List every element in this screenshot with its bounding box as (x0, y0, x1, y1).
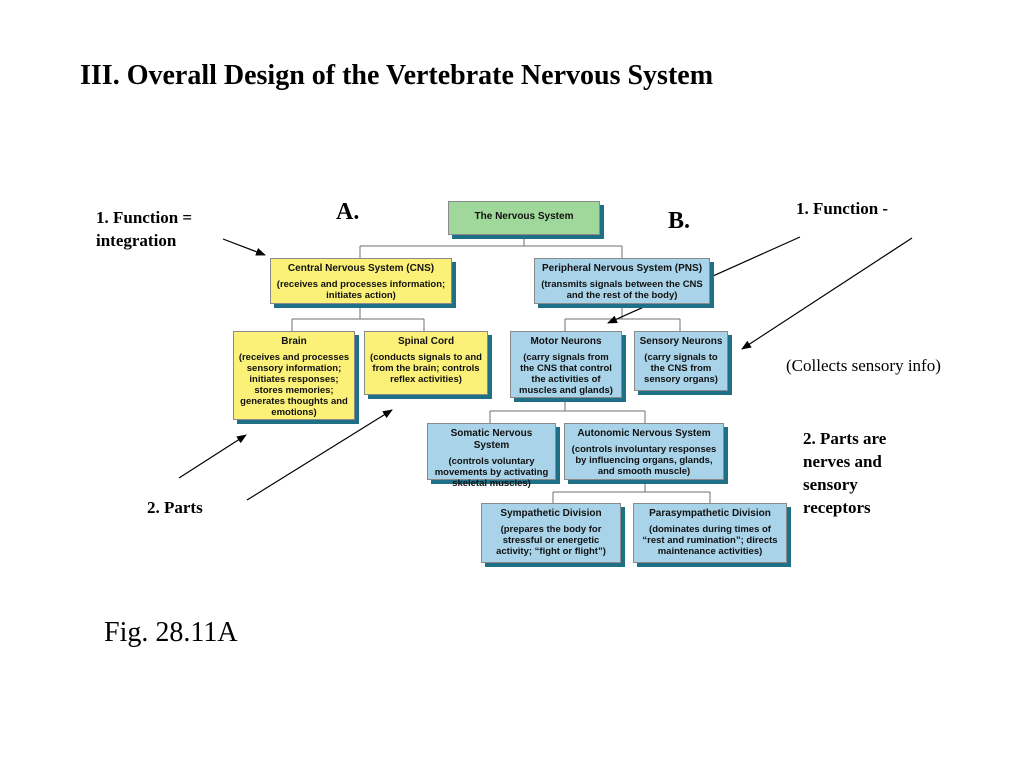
box-motor-neurons-title: Motor Neurons (530, 336, 602, 347)
box-cns-desc: (receives and processes information; ini… (276, 279, 446, 301)
box-pns-desc: (transmits signals between the CNS and t… (541, 279, 703, 301)
slide-title: III. Overall Design of the Vertebrate Ne… (80, 60, 714, 91)
box-brain-title: Brain (281, 336, 307, 347)
box-nervous-system-title: The Nervous System (474, 211, 574, 222)
figure-label: Fig. 28.11A (104, 617, 238, 648)
box-brain-desc: (receives and processes sensory informat… (238, 352, 350, 418)
arrow-to-cns (222, 238, 266, 256)
note-left-parts: 2. Parts (147, 498, 203, 517)
box-sympathetic: Sympathetic Division (prepares the body … (481, 503, 621, 563)
tree-lines (291, 235, 711, 503)
box-brain: Brain (receives and processes sensory in… (233, 331, 355, 420)
note-right-parts-line2: nerves and (803, 451, 882, 471)
note-right-parts-line4: receptors (803, 497, 871, 517)
note-right-collects: (Collects sensory info) (786, 356, 941, 375)
box-nervous-system: The Nervous System (448, 201, 600, 235)
box-parasympathetic-title: Parasympathetic Division (649, 508, 771, 519)
box-parasympathetic-desc: (dominates during times of “rest and rum… (642, 524, 778, 557)
note-right-function: 1. Function - (796, 199, 889, 218)
box-sympathetic-desc: (prepares the body for stressful or ener… (496, 524, 606, 557)
box-sensory-neurons-title: Sensory Neurons (639, 336, 723, 347)
box-sensory-neurons-desc: (carry signals to the CNS from sensory o… (644, 352, 718, 385)
arrow-to-spinal-cord (246, 409, 393, 501)
label-a: A. (336, 199, 360, 225)
box-spinal-cord: Spinal Cord (conducts signals to and fro… (364, 331, 488, 395)
box-somatic: Somatic Nervous System (controls volunta… (427, 423, 556, 489)
box-spinal-cord-desc: (conducts signals to and from the brain;… (370, 352, 482, 385)
arrow-to-sensory-neurons (741, 237, 913, 350)
note-right-parts-line1: 2. Parts are (803, 429, 887, 448)
box-sympathetic-title: Sympathetic Division (500, 508, 602, 519)
box-pns: Peripheral Nervous System (PNS) (transmi… (534, 258, 710, 304)
label-b: B. (668, 208, 691, 234)
box-cns-title: Central Nervous System (CNS) (287, 263, 435, 274)
box-spinal-cord-title: Spinal Cord (397, 336, 455, 347)
box-autonomic-desc: (controls involuntary responses by influ… (571, 444, 717, 477)
note-left-function: 1. Function = integration (96, 207, 192, 253)
box-cns: Central Nervous System (CNS) (receives a… (270, 258, 452, 304)
note-right-parts-line3: sensory (803, 474, 858, 494)
box-somatic-desc: (controls voluntary movements by activat… (434, 456, 549, 489)
note-left-function-line2: integration (96, 230, 177, 250)
arrow-to-brain (178, 434, 247, 479)
note-right-parts: 2. Parts are nerves and sensory receptor… (803, 428, 886, 520)
box-somatic-title: Somatic Nervous System (450, 428, 533, 451)
box-motor-neurons-desc: (carry signals from the CNS that control… (519, 352, 613, 396)
box-motor-neurons: Motor Neurons (carry signals from the CN… (510, 331, 622, 398)
box-autonomic-title: Autonomic Nervous System (577, 428, 711, 439)
box-parasympathetic: Parasympathetic Division (dominates duri… (633, 503, 787, 563)
note-left-function-line1: 1. Function = (96, 208, 193, 227)
box-sensory-neurons: Sensory Neurons (carry signals to the CN… (634, 331, 728, 391)
box-autonomic: Autonomic Nervous System (controls invol… (564, 423, 724, 480)
box-pns-title: Peripheral Nervous System (PNS) (541, 263, 703, 274)
